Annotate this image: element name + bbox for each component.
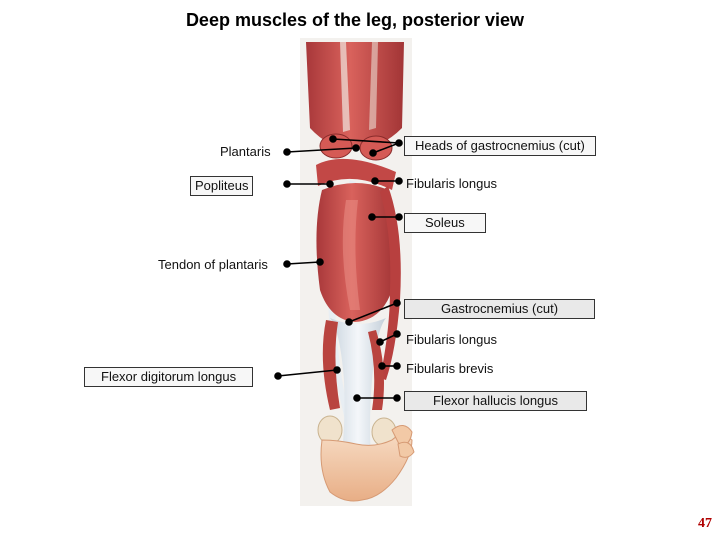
leader-dot: [327, 181, 333, 187]
leader-dot: [370, 150, 376, 156]
leader-dot: [330, 136, 336, 142]
label-flexor-hallucis-longus: Flexor hallucis longus: [404, 391, 587, 411]
page-number: 47: [698, 516, 712, 532]
leader-dot: [396, 178, 402, 184]
leader-dot: [379, 363, 385, 369]
leader-dot: [317, 259, 323, 265]
label-flexor-digitorum-longus: Flexor digitorum longus: [84, 367, 253, 387]
leader-dot: [284, 181, 290, 187]
leader-dot: [369, 214, 375, 220]
label-fibularis-longus-upper: Fibularis longus: [406, 176, 497, 192]
leader-dot: [346, 319, 352, 325]
label-fibularis-brevis: Fibularis brevis: [406, 361, 493, 377]
leader-dot: [353, 145, 359, 151]
leader-dot: [354, 395, 360, 401]
leader-dot: [394, 300, 400, 306]
label-heads-of-gastrocnemius: Heads of gastrocnemius (cut): [404, 136, 596, 156]
label-gastrocnemius-cut: Gastrocnemius (cut): [404, 299, 595, 319]
leader-dot: [334, 367, 340, 373]
leader-dot: [377, 339, 383, 345]
label-popliteus: Popliteus: [190, 176, 253, 196]
label-tendon-of-plantaris: Tendon of plantaris: [158, 257, 268, 273]
leader-dot: [284, 149, 290, 155]
label-fibularis-longus-lower: Fibularis longus: [406, 332, 497, 348]
label-plantaris: Plantaris: [220, 144, 271, 160]
leader-dot: [372, 178, 378, 184]
leader-dot: [394, 363, 400, 369]
leader-dot: [275, 373, 281, 379]
leader-dot: [396, 214, 402, 220]
leader-dot: [394, 331, 400, 337]
leader-dot: [284, 261, 290, 267]
thigh-muscles: [306, 42, 404, 148]
label-soleus: Soleus: [404, 213, 486, 233]
leader-dot: [394, 395, 400, 401]
